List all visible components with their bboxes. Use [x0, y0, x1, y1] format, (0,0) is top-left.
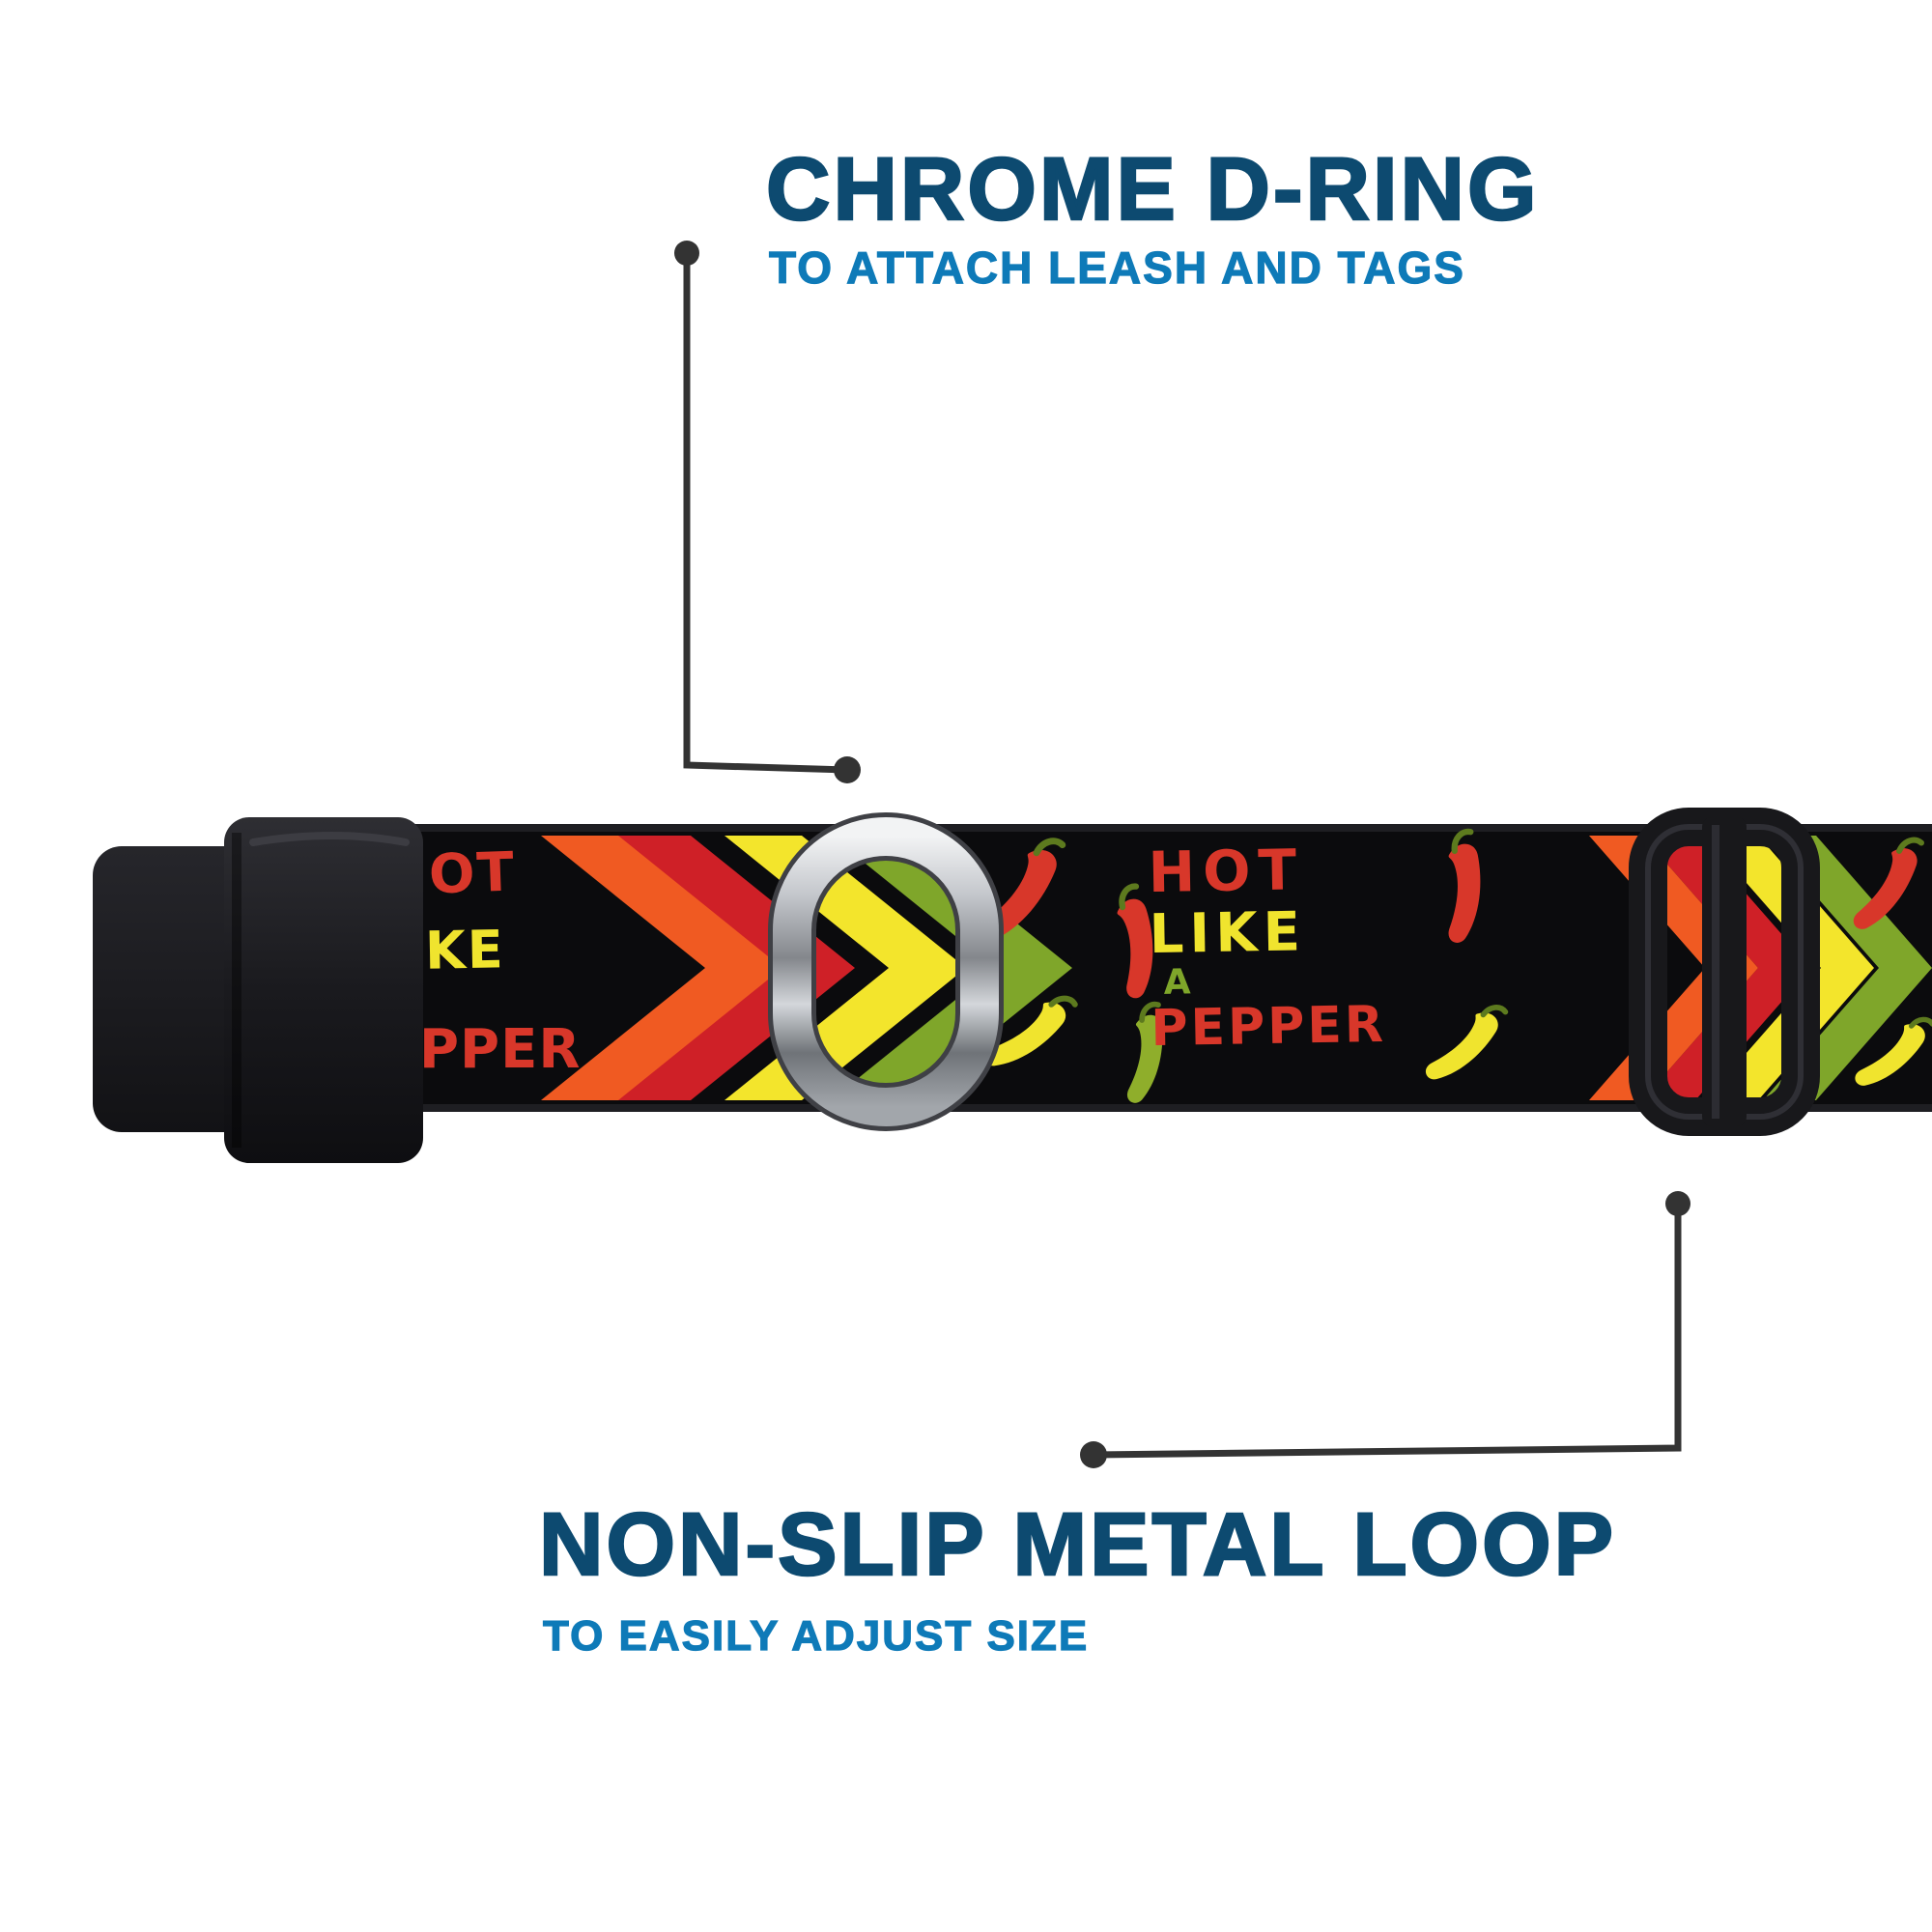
- metal-loop-slider: [1629, 808, 1820, 1136]
- strap-word-hot: HOT: [1148, 837, 1305, 906]
- slider-bar-highlight: [1712, 825, 1719, 1119]
- buckle-tongue: [93, 846, 257, 1132]
- callout-dot: [1080, 1441, 1107, 1468]
- strap-word-pepper: PEPPER: [1150, 995, 1387, 1059]
- chevron-yellow: [724, 836, 966, 1100]
- chrome-d-ring: [768, 812, 1004, 1131]
- metal-loop-callout-subtitle: TO EASILY ADJUST SIZE: [542, 1612, 1090, 1660]
- metal-loop-callout-title: NON-SLIP METAL LOOP: [538, 1495, 1617, 1594]
- callout-dot: [1665, 1191, 1690, 1216]
- side-release-buckle: [93, 817, 423, 1163]
- chevron-orange: [541, 836, 782, 1100]
- callout-line-metal-loop: [1090, 1200, 1682, 1459]
- strap-word-partial-pepper: PPER: [419, 1018, 582, 1081]
- buckle-seam: [232, 833, 242, 1148]
- callout-line-d-ring: [683, 249, 851, 774]
- strap-word-partial-hot: OT: [427, 840, 517, 907]
- strap-top-edge: [406, 824, 1932, 832]
- callout-dot: [834, 756, 861, 783]
- slider-center-bar: [1702, 817, 1747, 1126]
- buckle-highlight: [249, 832, 410, 846]
- strap-word-like: LIKE: [1149, 900, 1307, 967]
- strap-text-block: HOT LIKE A PEPPER: [1148, 837, 1387, 1059]
- d-ring-callout-subtitle: TO ATTACH LEASH AND TAGS: [768, 242, 1465, 293]
- callout-leaders: [674, 241, 1690, 1468]
- strap-word-partial-like: KE: [424, 919, 506, 981]
- d-ring-metal: [773, 817, 999, 1126]
- d-ring-callout-title: CHROME D-RING: [765, 140, 1540, 239]
- callout-dot: [674, 241, 699, 266]
- strap-bottom-edge: [406, 1104, 1932, 1112]
- buckle-body: [224, 817, 423, 1163]
- chevron-green: [1763, 836, 1932, 1100]
